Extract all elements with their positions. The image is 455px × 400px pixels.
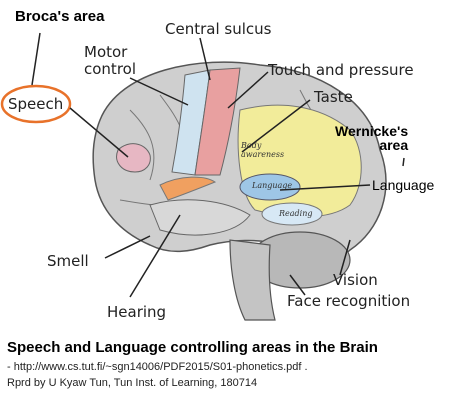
leader-motor: [129, 77, 189, 106]
broca-label: Broca's area: [15, 8, 105, 25]
brainstem: [229, 239, 276, 321]
taste-label: Taste: [314, 88, 353, 106]
leader-face: [289, 274, 306, 296]
leader-wernicke: [402, 157, 405, 167]
language-label: Language: [372, 177, 435, 193]
smell-label: Smell: [47, 252, 89, 270]
sulcus-1: [129, 109, 155, 181]
leader-hearing: [129, 214, 181, 298]
temporal-lobe: [149, 199, 251, 236]
caption-credit: Rprd by U Kyaw Tun, Tun Inst. of Learnin…: [7, 377, 258, 389]
leader-broca: [31, 32, 41, 86]
touch-label: Touch and pressure: [268, 61, 414, 79]
caption-source: - http://www.cs.tut.fi/~sgn14006/PDF2015…: [7, 361, 308, 373]
leader-taste: [241, 99, 311, 153]
hearing-label: Hearing: [107, 303, 167, 321]
leader-speech: [69, 107, 129, 158]
speech-region: [116, 143, 151, 173]
hearing-region: [159, 176, 217, 201]
leader-smell: [104, 235, 151, 259]
leader-language: [279, 184, 371, 191]
brain-illustration: [0, 32, 405, 321]
motor-control-label: Motor control: [84, 43, 136, 78]
speech-highlight-circle: [0, 84, 72, 124]
central-sulcus-label: Central sulcus: [165, 20, 272, 38]
wernicke-label: Wernicke's area: [335, 123, 409, 153]
language-region: [239, 173, 301, 201]
speech-label: Speech: [8, 95, 64, 113]
reading-label: Reading: [279, 209, 313, 218]
leader-central-sulcus: [199, 37, 211, 81]
leader-touch: [227, 71, 269, 109]
touch-region: [194, 67, 241, 176]
language-inner-label: Language: [252, 181, 293, 190]
face-recognition-label: Face recognition: [287, 292, 411, 310]
reading-region: [261, 202, 323, 226]
caption-title: Speech and Language controlling areas in…: [7, 339, 378, 356]
leader-vision: [339, 239, 351, 276]
body-awareness-label: Body awareness: [241, 141, 285, 159]
vision-label: Vision: [333, 271, 378, 289]
